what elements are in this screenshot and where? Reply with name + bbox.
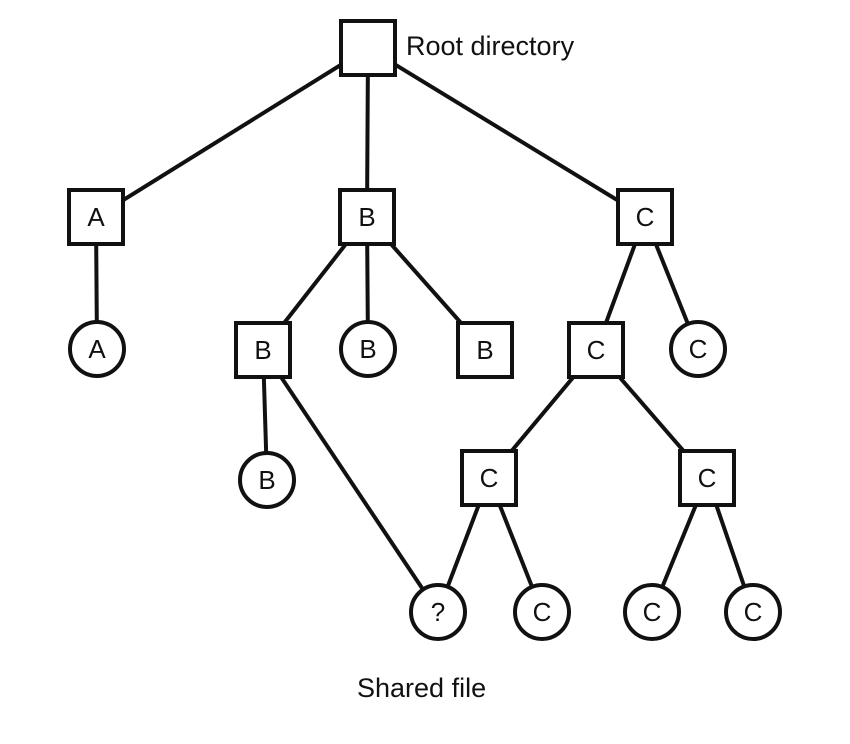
- directory-b-node: B: [338, 188, 396, 246]
- file-a-node: A: [68, 320, 126, 378]
- directory-a-node: A: [67, 188, 125, 246]
- directory-c-node: C: [616, 188, 674, 246]
- root-directory-label: Root directory: [406, 31, 575, 61]
- subdirectory-c-node: C: [567, 321, 625, 379]
- edge-root-dirA: [94, 46, 370, 219]
- file-c-right-node: C: [669, 320, 727, 378]
- file-b-child-node: B: [238, 451, 296, 509]
- file-b-middle-node: B: [339, 320, 397, 378]
- root-directory-node: [339, 19, 397, 77]
- file-c-3-node: C: [724, 583, 782, 641]
- file-c-2-node: C: [623, 583, 681, 641]
- edge-dirB2-fileShared: [261, 348, 440, 614]
- subdirectory-c-left-node: C: [460, 449, 518, 507]
- shared-file-label: Shared file: [357, 673, 487, 703]
- subdirectory-b-right-node: B: [456, 321, 514, 379]
- shared-file-node: ?: [409, 583, 467, 641]
- edge-root-dirC: [366, 46, 647, 219]
- subdirectory-b-left-node: B: [234, 321, 292, 379]
- file-c-1-node: C: [513, 583, 571, 641]
- subdirectory-c-right-node: C: [678, 449, 736, 507]
